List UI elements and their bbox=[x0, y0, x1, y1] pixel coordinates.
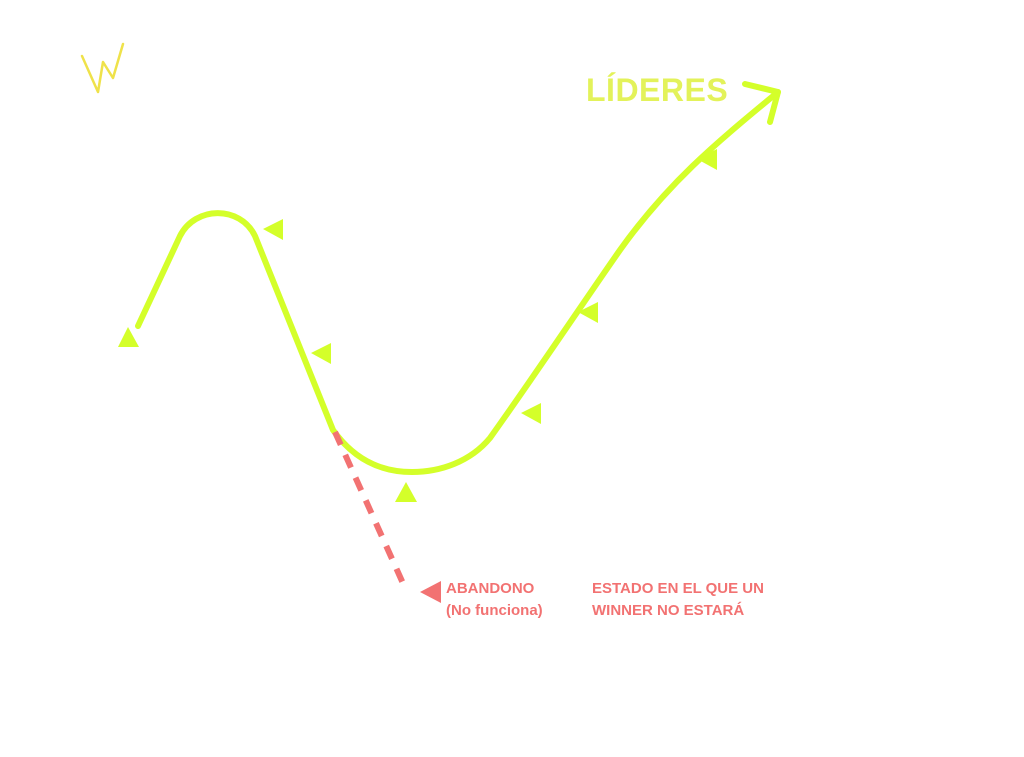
abandon-label-line-2: (No funciona) bbox=[446, 602, 543, 619]
abandon-triangle-icon bbox=[420, 581, 441, 603]
leaders-label: LÍDERES bbox=[586, 72, 729, 108]
triangle-arrow-icon bbox=[521, 403, 541, 424]
triangle-arrow-icon bbox=[578, 302, 598, 323]
winner-note-line-1: ESTADO EN EL QUE UN bbox=[592, 580, 764, 597]
abandon-label: ABANDONO (No funciona) bbox=[446, 578, 543, 622]
triangle-arrow-icon bbox=[311, 343, 331, 364]
zigzag-logo-icon bbox=[80, 42, 125, 94]
abandon-path-line bbox=[332, 430, 409, 592]
leaders-path-line bbox=[135, 89, 781, 475]
winner-note-line-2: WINNER NO ESTARÁ bbox=[592, 602, 745, 619]
abandon-label-line-1: ABANDONO bbox=[446, 580, 535, 597]
triangle-arrow-icon bbox=[118, 327, 139, 347]
direction-markers bbox=[118, 149, 717, 603]
triangle-arrow-icon bbox=[263, 219, 283, 240]
leaders-arrowhead-icon bbox=[742, 81, 781, 125]
triangle-arrow-icon bbox=[395, 482, 417, 502]
triangle-arrow-icon bbox=[697, 149, 717, 170]
winner-note-label: ESTADO EN EL QUE UN WINNER NO ESTARÁ bbox=[592, 578, 764, 622]
